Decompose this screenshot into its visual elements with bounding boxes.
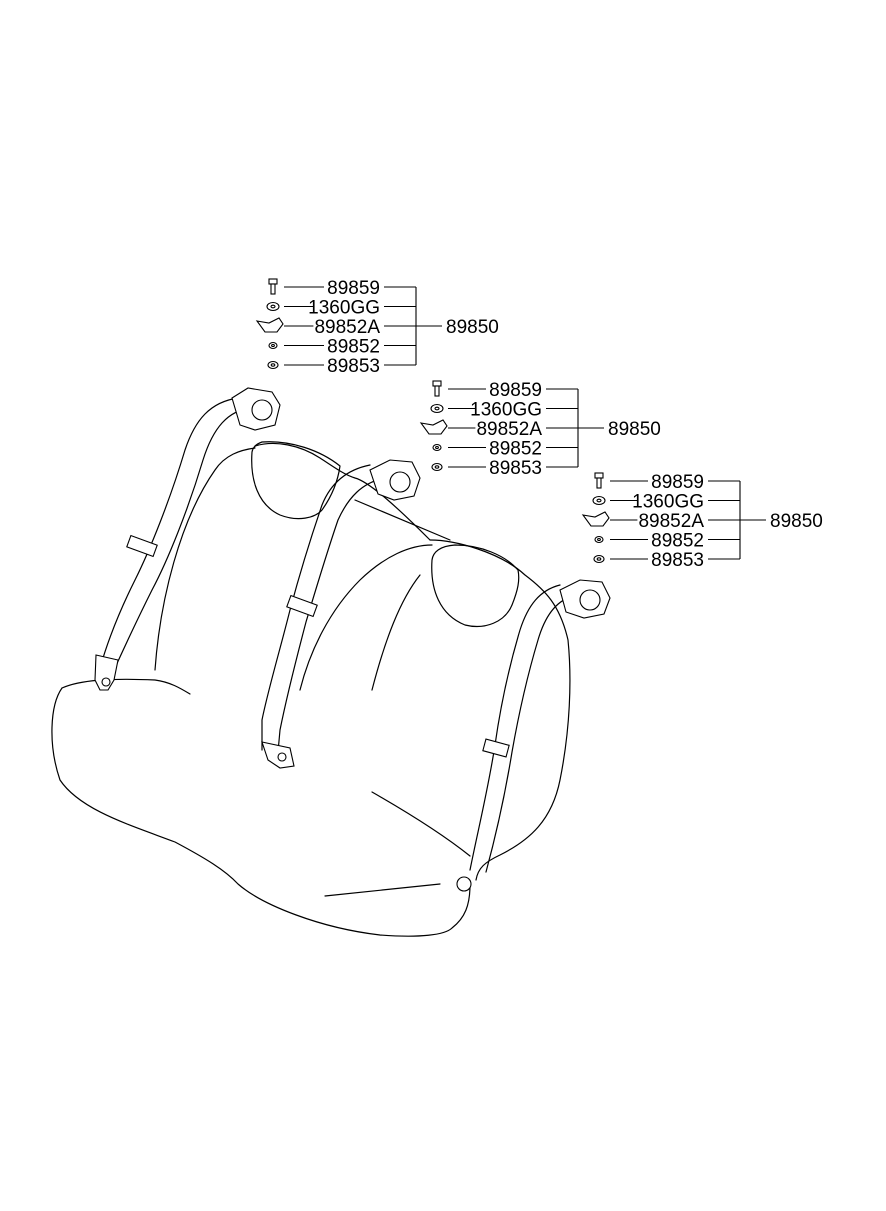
retractor-left-drum [251,399,273,421]
seat-cushion [51,687,471,937]
part-number-label: 89852 [651,531,704,552]
retractor-right-drum [579,589,601,611]
cushion-front-seam [324,883,441,897]
part-number-label: 89852A [314,317,380,338]
part-number-label: 89853 [489,458,542,479]
anchor-plate-icon [419,419,448,435]
part-number-label: 89852A [638,511,704,532]
seat-back-top [254,442,431,541]
headrest-left [251,441,341,520]
belt-guide-left [126,534,158,558]
part-number-label: 89853 [327,356,380,377]
belt-guide-center [286,594,318,618]
seat-back-right [429,539,571,881]
cushion-top-edge [61,678,191,695]
bolt-icon [594,472,604,489]
belt-center [261,464,387,753]
retractor-center-drum [389,471,411,493]
belt-left [99,397,253,671]
washer-icon [266,301,280,312]
nut-icon [431,462,443,472]
seat-back-line [354,499,451,541]
anchor-plate-icon [581,511,610,527]
part-number-label: 89852 [489,439,542,460]
spacer-icon [594,535,604,544]
anchor-right-bolt [456,876,472,892]
nut-icon [593,554,605,564]
part-number-label: 89852A [476,419,542,440]
part-number-label: 1360GG [470,400,542,421]
assembly-label: 89850 [608,419,661,440]
part-number-label: 89852 [327,337,380,358]
belt-right [469,584,575,873]
bolt-icon [268,278,278,295]
bolt-icon [432,380,442,397]
belt-guide-right [482,738,510,758]
nut-icon [267,360,279,370]
part-number-label: 89853 [651,550,704,571]
seat-back-seam-center [299,544,433,691]
seat-back [154,447,256,671]
assembly-label: 89850 [770,511,823,532]
anchor-plate-icon [255,317,284,333]
part-number-label: 1360GG [632,492,704,513]
part-number-label: 89859 [651,472,704,493]
anchor-left-bolt [101,677,111,687]
anchor-center-bolt [277,752,287,762]
part-callouts: 898591360GG89852A89852898538985089859136… [255,278,823,571]
spacer-icon [268,341,278,350]
headrest-right [431,544,520,627]
washer-icon [430,403,444,414]
spacer-icon [432,443,442,452]
seat-back-seam-right [371,574,421,691]
part-number-label: 89859 [327,278,380,299]
part-number-label: 89859 [489,380,542,401]
seat-belts [94,387,611,892]
assembly-label: 89850 [446,317,499,338]
cushion-right-seam [371,791,471,857]
rear-seat-illustration [51,441,571,937]
anchor-left-lower [94,654,119,691]
part-number-label: 1360GG [308,298,380,319]
washer-icon [592,495,606,506]
